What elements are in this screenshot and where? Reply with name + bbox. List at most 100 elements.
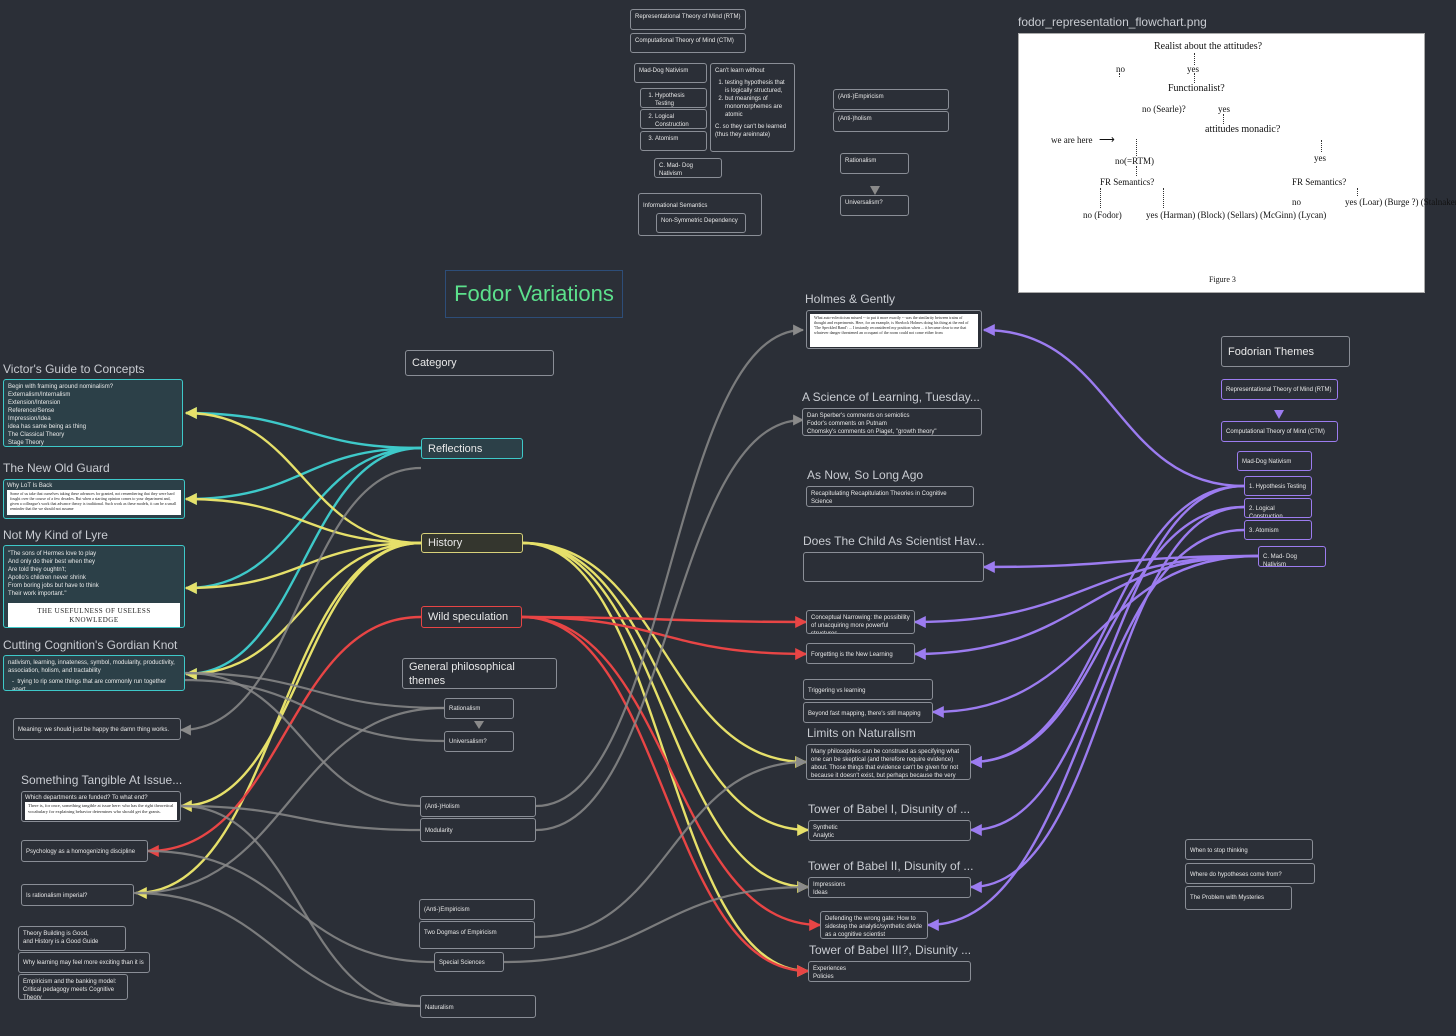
top-hypothesis-node[interactable]: Hypothesis Testing: [640, 88, 707, 108]
center-universalism-node[interactable]: Universalism?: [444, 731, 514, 752]
top-cmad-node[interactable]: C. Mad- Dog Nativism: [654, 158, 722, 178]
cant-learn-item: testing hypothesis that is logically str…: [725, 79, 790, 95]
edge-y: [522, 541, 808, 768]
edge-r: [521, 615, 822, 931]
fc-no-searle: no (Searle)?: [1142, 104, 1186, 114]
tangible-excerpt: There is, for once, something tangible a…: [25, 802, 177, 820]
narrowing-node[interactable]: Conceptual Narrowing: the possibility of…: [806, 610, 915, 634]
lyre-excerpt: THE USEFULNESS OF USELESS KNOWLEDGE: [8, 603, 180, 627]
forgetting-node[interactable]: Forgetting is the New Learning: [806, 643, 915, 664]
center-antiemp-node[interactable]: (Anti-)Empiricism: [419, 899, 535, 920]
psych-node[interactable]: Psychology as a homogenizing discipline: [21, 840, 148, 862]
oldguard-node[interactable]: Why LoT Is Back Some of us take that our…: [3, 479, 185, 519]
info-sem-label: Informational Semantics: [643, 203, 708, 209]
themes-cmad-node[interactable]: C. Mad- Dog Nativism: [1258, 546, 1326, 567]
gordian-node[interactable]: nativism, learning, innateness, symbol, …: [3, 655, 185, 691]
wild-node[interactable]: Wild speculation: [421, 606, 522, 628]
history-node[interactable]: History: [421, 533, 523, 553]
child-node[interactable]: [803, 552, 984, 582]
fc-no-rtm: no(=RTM): [1115, 156, 1155, 166]
edge-p: [913, 554, 1259, 660]
edge-g: [180, 804, 421, 832]
edge-g: [182, 671, 445, 710]
top-rtm-node[interactable]: Representational Theory of Mind (RTM): [630, 9, 746, 30]
edge-g: [179, 466, 422, 736]
cant-learn-node[interactable]: Can't learn without testing hypothesis t…: [710, 63, 795, 152]
top-atomism-node[interactable]: Atomism: [640, 131, 707, 151]
fc-dots: [1194, 53, 1195, 65]
banking-node[interactable]: Empiricism and the banking model: Critic…: [18, 974, 128, 1000]
fastmap-node[interactable]: Beyond fast mapping, there's still mappi…: [803, 702, 933, 723]
fc-yes-list2: yes (Loar) (Burge ?) (Stalnaker ?): [1345, 197, 1456, 207]
themes-logical-node[interactable]: 2. Logical Construction: [1244, 498, 1312, 518]
victor-node[interactable]: Begin with framing around nominalism? Ex…: [3, 379, 183, 447]
general-node[interactable]: General philosophical themes: [402, 658, 557, 689]
science-node[interactable]: Dan Sperber's comments on semiotics Fodo…: [802, 408, 982, 436]
top-universalism-node[interactable]: Universalism?: [840, 195, 909, 216]
mysteries-node[interactable]: The Problem with Mysteries: [1185, 886, 1292, 910]
top-logical-node[interactable]: Logical Construction: [640, 109, 707, 129]
nonsym-node[interactable]: Non-Symmetric Dependency: [656, 213, 746, 233]
cant-learn-list: testing hypothesis that is logically str…: [715, 79, 790, 119]
top-ctm-node[interactable]: Computational Theory of Mind (CTM): [630, 33, 746, 53]
themes-rtm-node[interactable]: Representational Theory of Mind (RTM): [1221, 379, 1338, 400]
edge-r: [521, 615, 808, 628]
lyre-heading: Not My Kind of Lyre: [3, 528, 108, 542]
stop-node[interactable]: When to stop thinking: [1185, 839, 1313, 860]
asnow-node[interactable]: Recapitulating Recapitulation Theories i…: [806, 486, 974, 507]
fc-we-are-here: we are here: [1051, 135, 1093, 145]
themes-hypothesis-node[interactable]: 1. Hypothesis Testing: [1244, 476, 1312, 496]
special-node[interactable]: Special Sciences: [434, 952, 504, 972]
limits-node[interactable]: Many philosophies can be construed as sp…: [806, 744, 971, 780]
edge-g: [535, 324, 805, 808]
lyre-node[interactable]: "The sons of Hermes love to play And onl…: [3, 545, 185, 628]
meaning-node[interactable]: Meaning: we should just be happy the dam…: [13, 718, 181, 740]
center-antiholism-node[interactable]: (Anti-)Holism: [420, 796, 536, 817]
holmes-excerpt: What auto-eclecticism missed -- to put i…: [810, 314, 978, 347]
twodogmas-node[interactable]: Two Dogmas of Empiricism: [419, 921, 535, 949]
modularity-node[interactable]: Modularity: [420, 818, 536, 842]
top-anti-hol-node[interactable]: (Anti-)holism: [833, 111, 949, 132]
themes-header-node[interactable]: Fodorian Themes: [1221, 336, 1350, 367]
limits-heading: Limits on Naturalism: [807, 726, 916, 740]
babel1-node[interactable]: Synthetic Analytic: [808, 820, 971, 841]
tangible-body: Which departments are funded? To what en…: [25, 795, 148, 801]
center-rationalism-node[interactable]: Rationalism: [444, 698, 514, 719]
theory-node[interactable]: Theory Building is Good, and History is …: [18, 926, 126, 951]
themes-atomism-node[interactable]: 3. Atomism: [1244, 520, 1312, 540]
edge-g: [535, 414, 805, 832]
fc-figure: Figure 3: [1209, 275, 1236, 284]
edge-t: [184, 446, 422, 505]
map-title[interactable]: Fodor Variations: [445, 270, 623, 318]
top-anti-emp-node[interactable]: (Anti-)Empiricism: [833, 89, 949, 110]
naturalism-node[interactable]: Naturalism: [420, 995, 536, 1018]
fc-dots: [1194, 73, 1195, 83]
edge-g: [135, 706, 445, 895]
defending-node[interactable]: Defending the wrong gate: How to sideste…: [820, 911, 928, 939]
center-rationalism-arrow: [474, 721, 484, 729]
top-mad-dog-node[interactable]: Mad-Dog Nativism: [634, 63, 707, 83]
top-rationalism-node[interactable]: Rationalism: [840, 153, 909, 174]
tangible-node[interactable]: Which departments are funded? To what en…: [21, 791, 181, 822]
fc-dots: [1357, 188, 1358, 196]
themes-mad-dog-node[interactable]: Mad-Dog Nativism: [1237, 451, 1312, 471]
reflections-node[interactable]: Reflections: [421, 438, 523, 459]
fc-yes3: yes: [1314, 153, 1326, 163]
edge-p: [926, 528, 1245, 931]
edge-p: [931, 554, 1259, 718]
learning-node[interactable]: Why learning may feel more exciting than…: [18, 952, 150, 973]
category-node[interactable]: Category: [405, 350, 554, 376]
edge-p: [982, 324, 1245, 488]
hypotheses-node[interactable]: Where do hypotheses come from?: [1185, 863, 1315, 884]
flowchart-image[interactable]: Realist about the attitudes? no yes Func…: [1018, 33, 1456, 293]
babel2-node[interactable]: Impressions Ideas: [808, 877, 971, 898]
imperial-node[interactable]: Is rationalism imperial?: [21, 884, 134, 906]
holmes-node[interactable]: What auto-eclecticism missed -- to put i…: [806, 310, 982, 349]
themes-ctm-node[interactable]: Computational Theory of Mind (CTM): [1221, 421, 1338, 442]
babel3-node[interactable]: Experiences Policies: [808, 961, 971, 982]
babel1-heading: Tower of Babel I, Disunity of ...: [808, 802, 971, 816]
triggering-node[interactable]: Triggering vs learning: [803, 679, 933, 700]
fc-dots: [1136, 139, 1137, 156]
fc-realist: Realist about the attitudes?: [1154, 41, 1263, 52]
holmes-heading: Holmes & Gently: [805, 292, 896, 306]
